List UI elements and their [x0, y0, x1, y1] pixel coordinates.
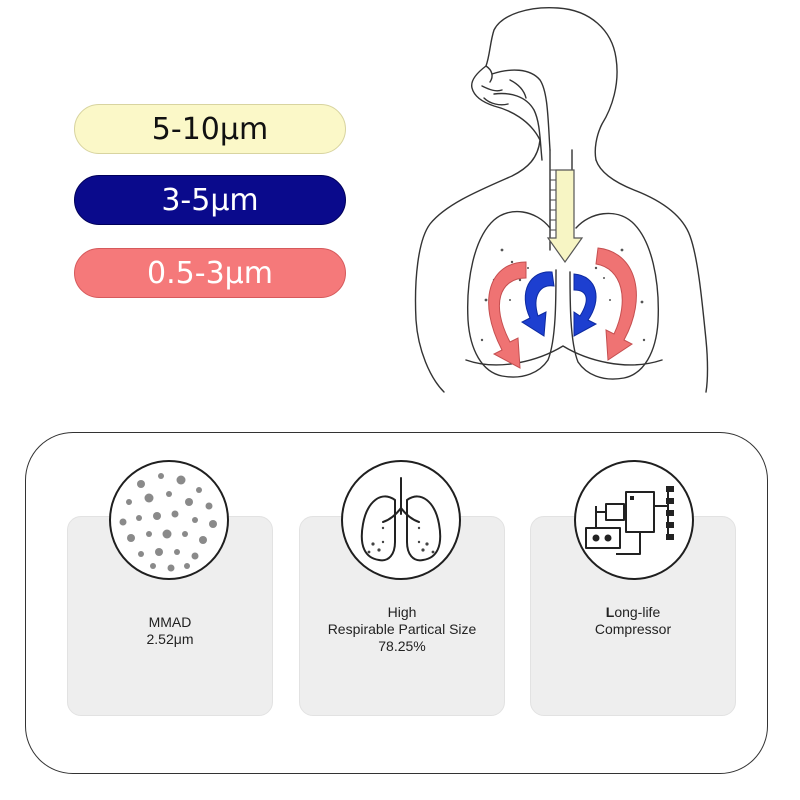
left-lung	[467, 210, 557, 378]
compressor-line2: Compressor	[594, 621, 672, 637]
compressor-line1-rest: ong-life	[614, 604, 661, 620]
mmad-value: 2.52μm	[146, 631, 194, 647]
red-arrow-right	[595, 247, 637, 361]
yellow-down-arrow	[546, 169, 584, 264]
compressor-line1: Long-life	[523, 604, 743, 621]
torso-outline	[414, 139, 541, 393]
features-panel	[25, 432, 768, 774]
particles-icon	[109, 460, 229, 580]
mmad-label: MMAD	[148, 614, 192, 630]
respirable-value: 78.25%	[378, 638, 426, 654]
compressor-initial: L	[605, 604, 615, 620]
size-label-5-10: 5-10μm	[151, 111, 269, 147]
feature-text-respirable: High Respirable Partical Size 78.25%	[292, 604, 512, 655]
head-outline	[471, 7, 618, 161]
size-pill-0-5-3: 0.5-3μm	[74, 248, 346, 298]
compressor-icon	[574, 460, 694, 580]
feature-text-mmad: MMAD 2.52μm	[60, 614, 280, 648]
blue-arrow-left	[520, 271, 555, 337]
size-label-0-5-3: 0.5-3μm	[147, 255, 273, 291]
lungs-icon	[341, 460, 461, 580]
respirable-high: High	[387, 604, 417, 620]
size-pill-5-10: 5-10μm	[74, 104, 346, 154]
red-arrow-left	[488, 261, 527, 369]
size-label-3-5: 3-5μm	[161, 182, 259, 218]
respirable-label: Respirable Partical Size	[327, 621, 477, 637]
feature-text-compressor: Long-life Compressor	[523, 604, 743, 638]
blue-arrow-right	[573, 273, 598, 337]
respiratory-anatomy-illustration	[414, 7, 709, 393]
size-pill-3-5: 3-5μm	[74, 175, 346, 225]
